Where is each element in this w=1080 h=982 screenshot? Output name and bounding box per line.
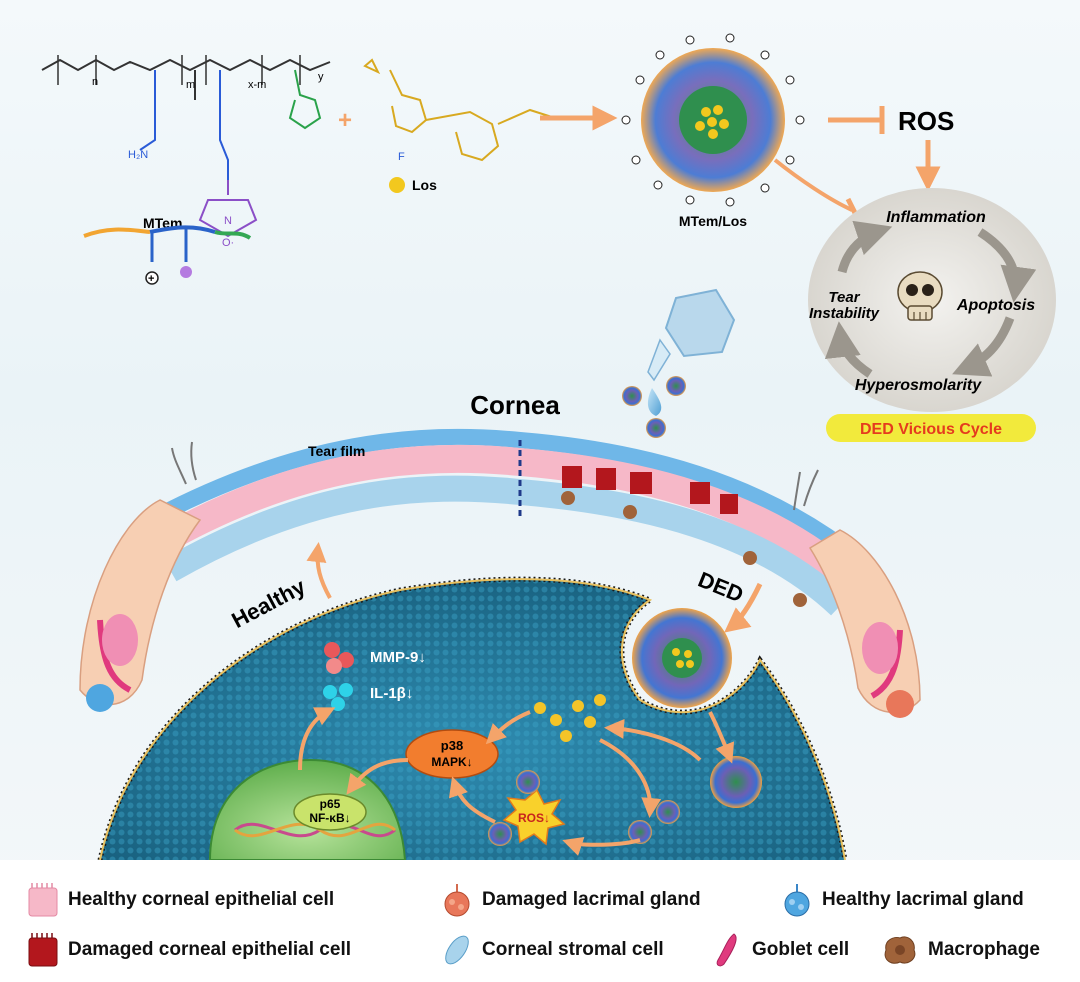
inhibit-inflammation-line (773, 158, 853, 212)
legend-damaged-epithelial-label: Damaged corneal epithelial cell (68, 939, 351, 960)
ros-reduced-label: ROS↓ (518, 811, 550, 825)
cornea: Tear film (142, 428, 868, 616)
legend-healthy-epithelial: Healthy corneal epithelial cell (26, 882, 334, 918)
legend-damaged-lacrimal-label: Damaged lacrimal gland (482, 889, 701, 910)
macrophages (561, 491, 807, 607)
polymer-schematic: MTem + (83, 215, 252, 285)
healthy-lacrimal-gland-icon (86, 684, 114, 712)
ros-burst-icon (502, 788, 566, 846)
healthy-label: Healthy (228, 573, 311, 633)
ros-target: ROS (898, 106, 954, 136)
legend-healthy-epithelial-label: Healthy corneal epithelial cell (68, 889, 335, 910)
legend-macrophage: Macrophage (880, 932, 1040, 968)
skull-icon (897, 271, 943, 321)
endocytosed-nanoparticle (632, 608, 732, 708)
nanoparticle-large: MTem/Los (621, 33, 805, 229)
damaged-lacrimal-icon (444, 884, 470, 917)
cycle-badge: DED Vicious Cycle (860, 421, 1002, 438)
damaged-epithelial-cell-icon (28, 933, 58, 967)
cycle-step-apoptosis: Apoptosis (956, 297, 1035, 314)
legend-damaged-lacrimal: Damaged lacrimal gland (440, 882, 701, 918)
oxygen-radical-label: O· (222, 237, 234, 249)
legend-damaged-epithelial: Damaged corneal epithelial cell (26, 932, 351, 968)
mmp9-label: MMP-9↓ (370, 649, 426, 666)
ded-label: DED (695, 567, 747, 608)
arrow-uptake (724, 582, 763, 633)
drop-icon (647, 388, 662, 416)
damaged-cells (562, 466, 738, 514)
amine-label: H₂N (128, 149, 148, 161)
il1b-icon (323, 683, 353, 711)
repeat-n: n (92, 76, 98, 88)
cycle-step-tear-instability: Tear Instability (808, 290, 879, 322)
plus-sign: + (338, 107, 352, 134)
legend-stromal-label: Corneal stromal cell (482, 939, 664, 960)
legend-stromal: Corneal stromal cell (440, 932, 664, 968)
legend-goblet: Goblet cell (710, 932, 849, 968)
legend-healthy-lacrimal-label: Healthy lacrimal gland (822, 889, 1024, 910)
cycle-badge-bg (826, 414, 1036, 442)
fluoro-label: F (398, 151, 405, 163)
cell-body (97, 576, 848, 861)
nfkb-label: NF-κB↓ (309, 811, 350, 825)
stromal-cell-icon (445, 935, 469, 965)
cycle-step-hyperosmolarity: Hyperosmolarity (855, 377, 982, 394)
healthy-epithelial-cell-icon (28, 883, 58, 917)
released-drug (534, 694, 606, 742)
mapk-label: MAPK↓ (431, 755, 472, 769)
healthy-lacrimal-icon (784, 884, 810, 917)
repeat-m: m (186, 79, 195, 91)
nanoparticle-name: MTem/Los (679, 213, 747, 229)
mmp9-icon (324, 642, 354, 674)
legend-healthy-lacrimal: Healthy lacrimal gland (780, 882, 1024, 918)
legend: Healthy corneal epithelial cell Damaged … (0, 860, 1080, 982)
il1b-label: IL-1β↓ (370, 685, 413, 702)
legend-macrophage-label: Macrophage (928, 939, 1040, 960)
nitroxide-label: N (224, 215, 232, 227)
macrophage-icon (884, 936, 916, 964)
pathway-arrows (298, 542, 735, 856)
polymer-structure: n m x-m y H₂N N O· (41, 55, 331, 249)
tempo-icon (180, 266, 192, 278)
drug-name: Los (412, 177, 437, 193)
tear-film-label: Tear film (308, 443, 365, 459)
signaling: p38 MAPK↓ ROS↓ MMP-9↓ IL-1β↓ (323, 642, 762, 846)
drug-structure: F Los (363, 58, 556, 193)
svg-text:+: + (148, 273, 154, 285)
eye-drop-bottle (622, 288, 736, 438)
p65-label: p65 (320, 797, 341, 811)
left-eyelid (79, 441, 202, 712)
cycle-step-inflammation: Inflammation (886, 209, 986, 226)
cation-icon (145, 271, 159, 285)
repeat-xm: x-m (248, 79, 266, 91)
legend-goblet-label: Goblet cell (752, 939, 850, 960)
p38-label: p38 (441, 738, 463, 753)
right-eyelid (793, 469, 921, 718)
goblet-cell-icon (716, 933, 737, 967)
repeat-y: y (318, 71, 324, 83)
eye-title: Cornea (470, 390, 560, 420)
damaged-lacrimal-gland-icon (886, 690, 914, 718)
p65-node (293, 793, 367, 831)
cycle-step-tear-instability-box: Tear Instability (808, 290, 879, 322)
vicious-cycle: Inflammation Apoptosis Hyperosmolarity T… (808, 188, 1056, 442)
los-icon (389, 177, 405, 193)
